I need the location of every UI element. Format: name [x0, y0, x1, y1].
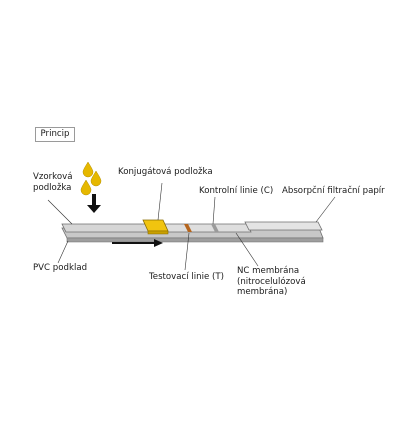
sample-pad-label: Vzorková podložka [33, 172, 73, 193]
flow-arrow-icon [112, 239, 163, 247]
leader-lines [47, 182, 336, 271]
sample-pad [61, 223, 157, 233]
down-arrow-icon [87, 194, 101, 213]
drop-icon [90, 170, 102, 187]
absorbent-pad [244, 221, 323, 231]
nc-membrane [159, 223, 252, 233]
conjugate-pad-label: Konjugátová podložka [118, 167, 213, 177]
test-line-label: Testovací linie (T) [149, 272, 224, 282]
absorbent-paper-label: Absorpční filtrační papír [282, 186, 385, 196]
control-line [211, 224, 219, 232]
nc-membrane-label: NC membrána (nitrocelulózová membrána) [237, 266, 306, 298]
conjugate-pad [142, 219, 169, 235]
drop-icon [82, 161, 94, 178]
sample-drop-icons [80, 161, 102, 196]
control-line-label: Kontrolní linie (C) [199, 186, 274, 196]
principle-title: Princip [35, 127, 75, 142]
test-line [184, 224, 192, 232]
drop-icon [80, 179, 92, 196]
pvc-backing-label: PVC podklad [33, 263, 88, 273]
